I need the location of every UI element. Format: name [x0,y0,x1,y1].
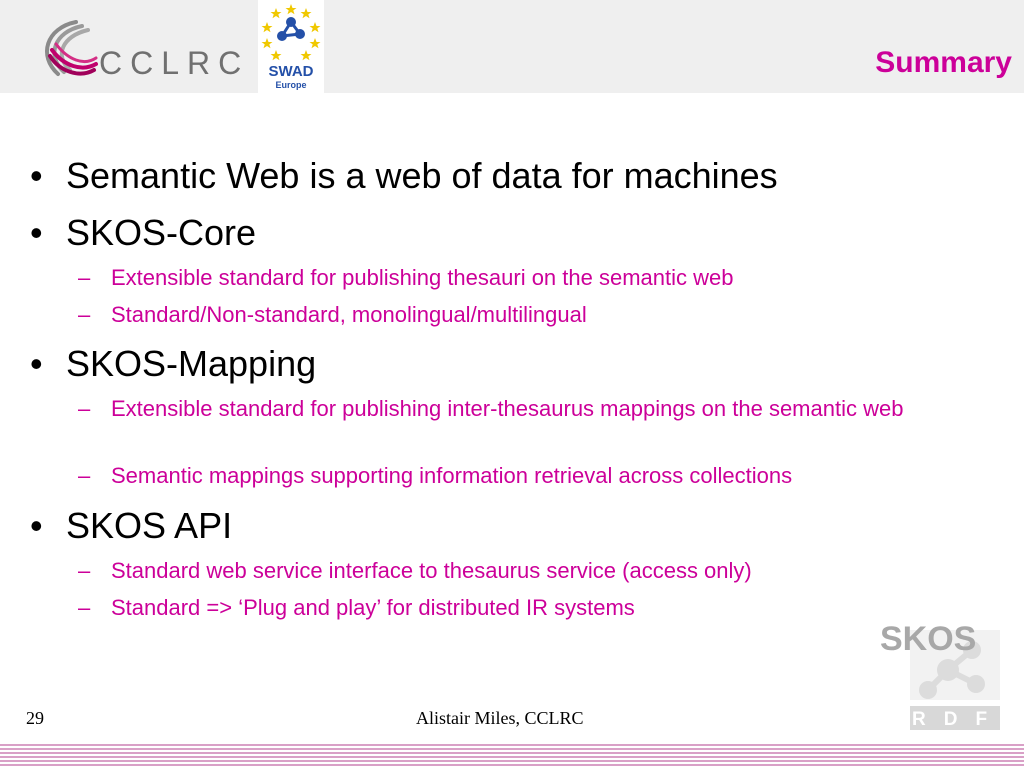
sub-item: – Standard web service interface to thes… [78,556,988,586]
sub-text: Standard web service interface to thesau… [111,558,752,583]
bullet-text: SKOS API [66,505,233,546]
bullet-marker: • [30,343,43,384]
swad-logo-text: SWAD [268,63,314,80]
bullet-text: Semantic Web is a web of data for machin… [66,155,778,196]
sub-marker: – [78,265,91,290]
sub-item: – Standard => ‘Plug and play’ for distri… [78,593,988,623]
sub-item: – Semantic mappings supporting informati… [78,461,988,491]
sub-marker: – [78,302,91,327]
swad-star-ring-icon [261,4,321,61]
swad-logo-subtext: Europe [275,80,307,90]
bullet-marker: • [30,212,43,253]
sub-marker: – [78,595,91,620]
footer-author: Alistair Miles, CCLRC [416,708,584,728]
sub-marker: – [78,558,91,583]
slide-number: 29 [26,708,44,728]
sub-text: Standard => ‘Plug and play’ for distribu… [111,595,635,620]
sub-item: – Extensible standard for publishing the… [78,263,988,293]
cclrc-swoosh-logo [45,20,98,76]
sub-text: Semantic mappings supporting information… [111,463,793,488]
bullet-text: SKOS-Core [66,212,257,253]
bullet-marker: • [30,155,43,196]
bullet-marker: • [30,505,43,546]
sub-text: Standard/Non-standard, monolingual/multi… [111,302,587,327]
sub-item: – Standard/Non-standard, monolingual/mul… [78,300,988,330]
swad-europe-logo: SWAD Europe [258,0,324,93]
bullet-text: SKOS-Mapping [66,343,317,384]
sub-marker: – [78,463,91,488]
sub-text: Extensible standard for publishing inter… [111,396,904,421]
sub-text: Extensible standard for publishing thesa… [111,265,734,290]
sub-marker: – [78,396,91,421]
bottom-stripe-bar [0,742,1024,768]
slide-header: CCLRC SWAD Europe [0,0,1024,93]
cclrc-logo-text: CCLRC [99,45,250,81]
slide-body: • Semantic Web is a web of data for mach… [30,155,988,623]
skos-rdf-logo: SKOS RDF [880,620,1004,730]
rdf-logo-text: RDF [912,709,1004,730]
slide-title: Summary [875,46,1012,79]
sub-item: – Extensible standard for publishing int… [78,394,988,424]
skos-logo-text: SKOS [880,620,976,658]
